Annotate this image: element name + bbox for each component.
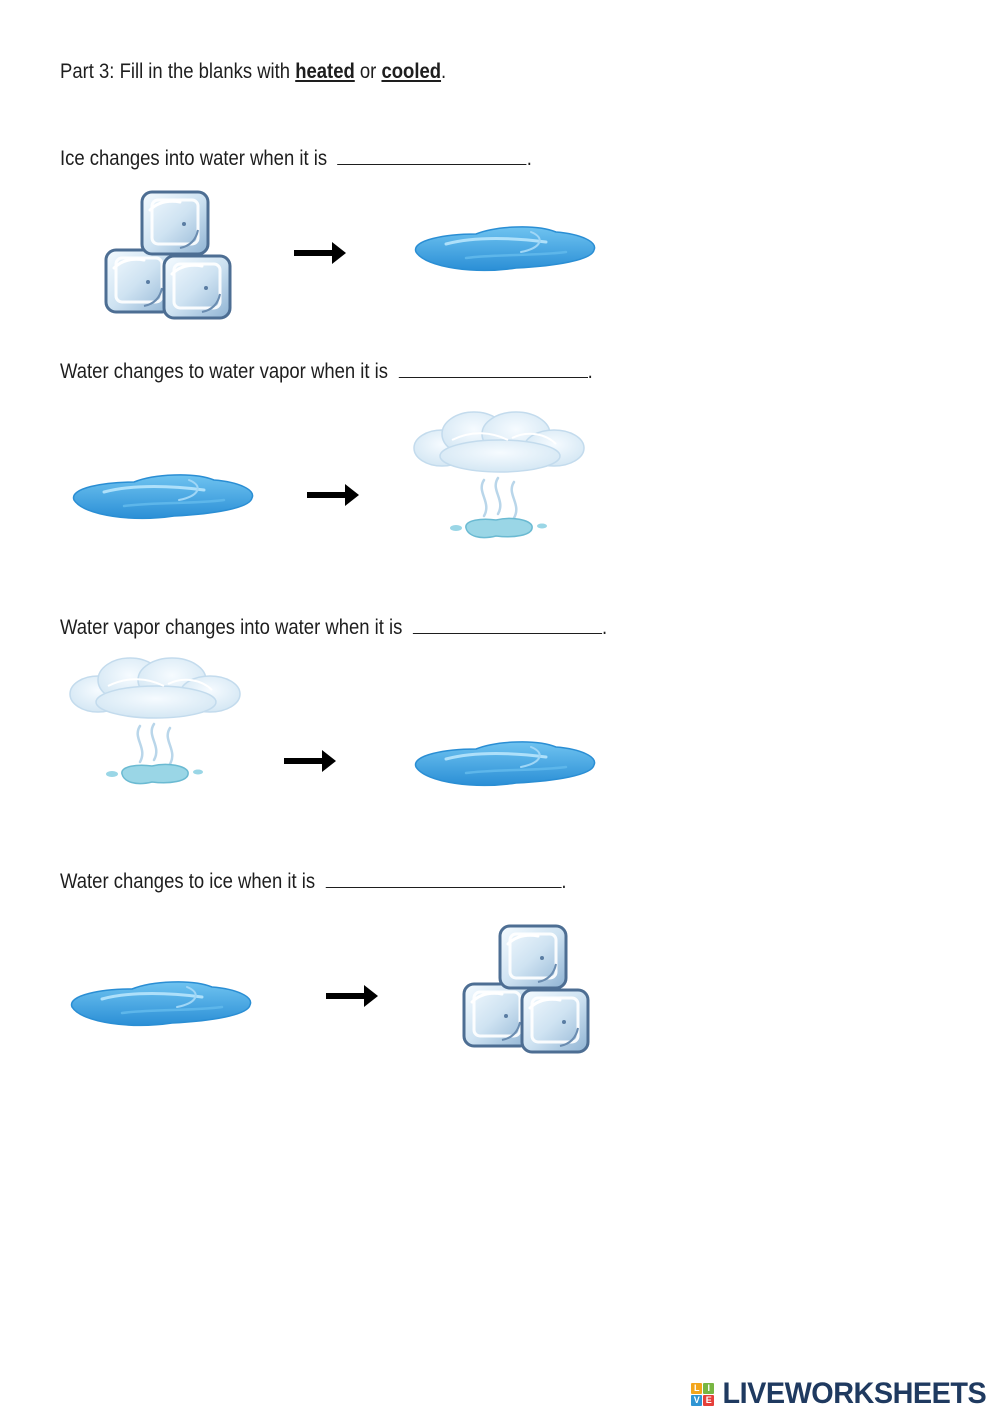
question-2-text: Water changes to water vapor when it is: [60, 360, 394, 383]
heated-word: heated: [295, 60, 355, 83]
logo-mark-letter: L: [691, 1382, 703, 1394]
logo-mark-icon: L I V E: [691, 1382, 715, 1406]
logo-mark-letter: I: [703, 1382, 715, 1394]
question-2-answer-input[interactable]: [410, 357, 604, 385]
liveworksheets-logo[interactable]: L I V E LIVEWORKSHEETS: [691, 1377, 992, 1410]
ice-cubes-icon: [462, 922, 594, 1054]
logo-text: LIVEWORKSHEETS: [722, 1377, 987, 1410]
water-puddle-icon: [414, 225, 597, 272]
instruction-prefix: Part 3: Fill in the blanks with: [60, 60, 296, 83]
water-vapor-cloud-icon: [412, 410, 586, 539]
water-puddle-icon: [72, 473, 255, 520]
cooled-word: cooled: [381, 60, 442, 83]
arrow-right-icon: [294, 242, 346, 264]
ice-cubes-icon: [104, 188, 236, 320]
instruction-suffix: .: [441, 60, 447, 83]
water-puddle-icon: [414, 740, 597, 787]
arrow-right-icon: [326, 985, 378, 1007]
water-puddle-icon: [70, 980, 253, 1027]
arrow-right-icon: [284, 750, 336, 772]
instruction-middle: or: [354, 60, 382, 83]
question-1-text: Ice changes into water when it is: [60, 147, 333, 170]
question-4-text: Water changes to ice when it is: [60, 870, 321, 893]
logo-mark-letter: V: [691, 1394, 703, 1406]
question-4-answer-input[interactable]: [334, 867, 573, 895]
logo-mark-letter: E: [703, 1394, 715, 1406]
water-vapor-cloud-icon: [68, 656, 242, 785]
question-3-text: Water vapor changes into water when it i…: [60, 616, 408, 639]
question-1-answer-input[interactable]: [346, 144, 540, 172]
instruction-text: Part 3: Fill in the blanks with heated o…: [60, 60, 446, 84]
arrow-right-icon: [307, 484, 359, 506]
question-3-answer-input[interactable]: [426, 613, 620, 641]
